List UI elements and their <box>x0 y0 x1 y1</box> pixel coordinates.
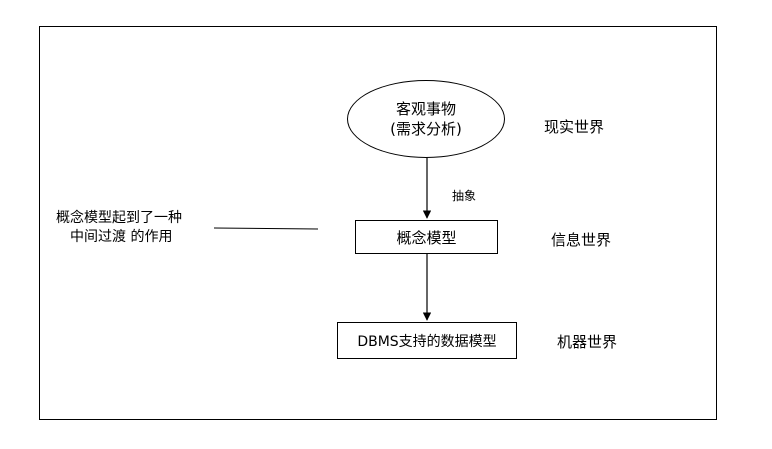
annotation-line-2: 中间过渡 的作用 <box>70 229 173 245</box>
dbms-data-model-label: DBMS支持的数据模型 <box>357 333 497 350</box>
objective-things-label: 客观事物 <box>395 100 456 118</box>
abstraction-edge-label: 抽象 <box>452 189 477 203</box>
machine-world-label: 机器世界 <box>557 333 618 351</box>
dbms-data-model-node: DBMS支持的数据模型 <box>337 322 517 359</box>
real-world-label: 现实世界 <box>544 118 605 136</box>
annotation-line-1: 概念模型起到了一种 <box>56 210 182 226</box>
annotation-note: 概念模型起到了一种 中间过渡 的作用 <box>56 209 182 247</box>
diagram-frame <box>39 26 717 420</box>
annotation-pointer-line <box>213 227 319 230</box>
objective-things-node: 客观事物 (需求分析) <box>347 80 505 158</box>
information-world-label: 信息世界 <box>551 231 612 249</box>
conceptual-model-label: 概念模型 <box>396 228 457 247</box>
requirements-analysis-label: (需求分析) <box>390 120 462 138</box>
conceptual-model-node: 概念模型 <box>355 220 498 254</box>
